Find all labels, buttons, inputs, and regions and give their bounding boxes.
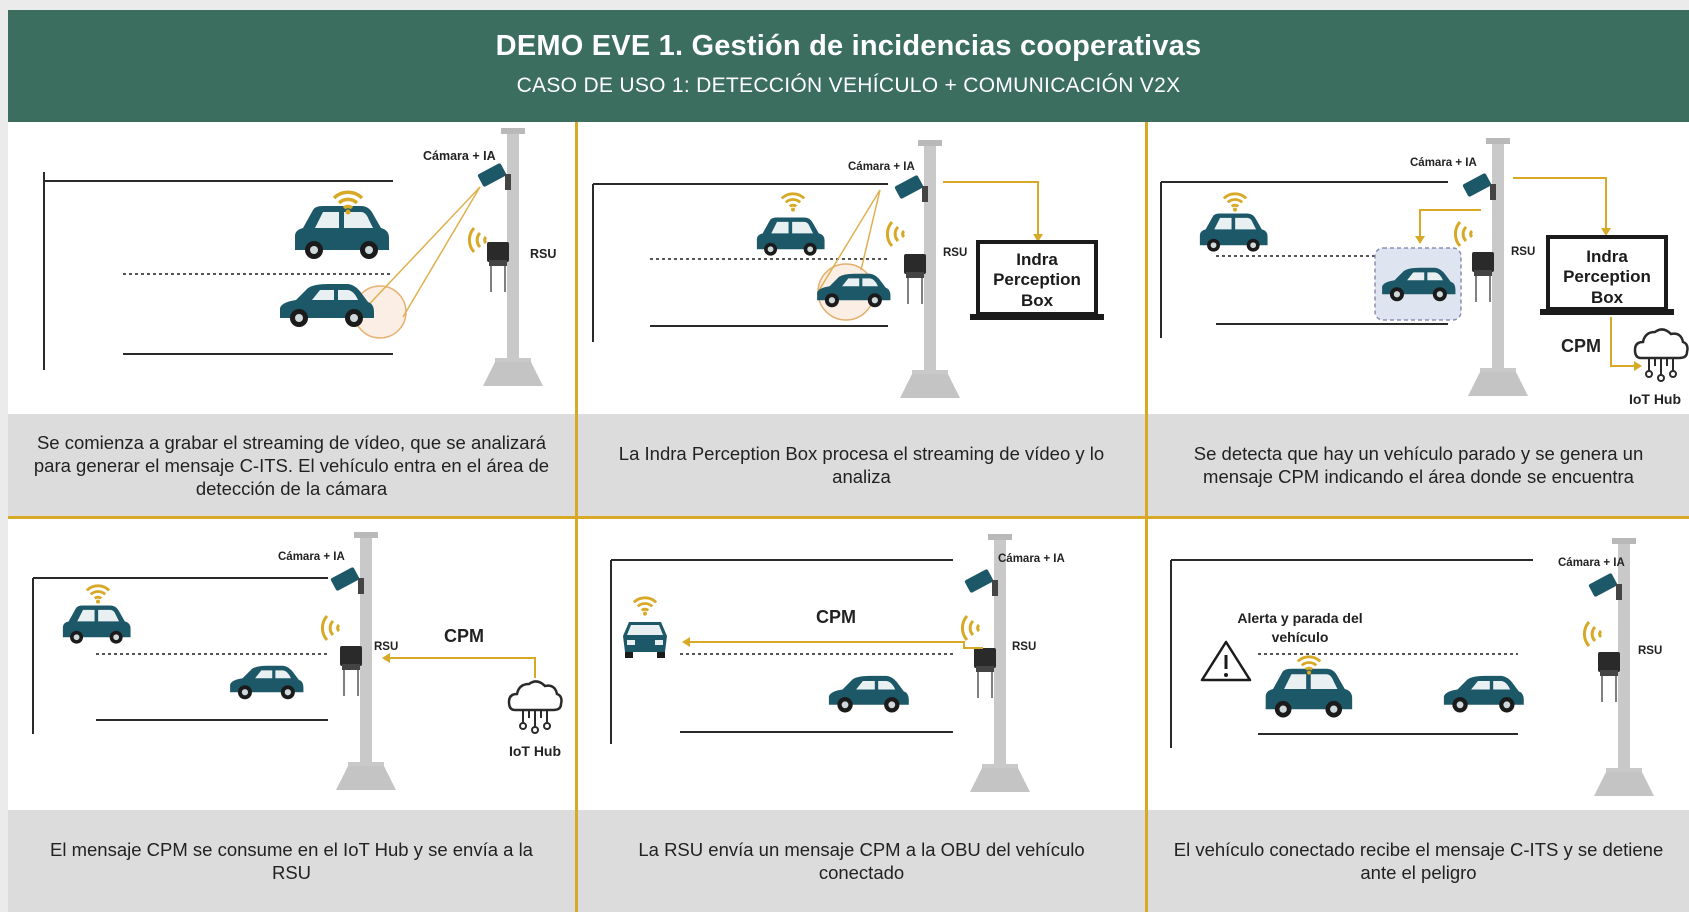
rsu-label: RSU [1638,645,1662,657]
wifi-icon [467,226,488,254]
camera-label: Cámara + IA [998,553,1065,565]
caption-text: El mensaje CPM se consume en el IoT Hub … [50,839,533,883]
scene-5: CPM Cámara + IA RSU [610,533,1065,793]
scene-3: Indra Perception Box CPM IoT Hub Cámara … [1160,137,1689,407]
pole-icon [893,139,961,399]
pole-icon [329,531,397,791]
caption-text: La Indra Perception Box procesa el strea… [618,443,1105,487]
caption-4: El mensaje CPM se consume en el IoT Hub … [8,810,575,912]
divider-horizontal [8,516,1689,519]
rsu-label: RSU [530,247,556,261]
car-icon [62,605,131,644]
camera-label: Cámara + IA [1410,157,1477,169]
scene-6: Alerta y parada del vehículo Cámara + IA… [1170,537,1662,797]
car-icon [280,284,374,327]
wifi-icon [885,220,906,248]
caption-6: El vehículo conectado recibe el mensaje … [1148,810,1689,912]
wifi-icon [85,584,111,605]
rsu-label: RSU [374,641,398,653]
car-icon [295,206,389,259]
box-label-line2: Perception [993,270,1081,289]
caption-5: La RSU envía un mensaje CPM a la OBU del… [578,810,1145,912]
alert-label-line2: vehículo [1272,629,1329,645]
caption-text: Se detecta que hay un vehículo parado y … [1193,443,1644,487]
wifi-icon [1582,620,1603,648]
scene-1: Cámara + IA RSU [43,127,556,387]
car-icon [756,217,825,256]
camera-label: Cámara + IA [848,161,915,173]
wifi-icon [632,596,658,617]
rsu-label: RSU [943,247,967,259]
rsu-label: RSU [1012,641,1036,653]
header: DEMO EVE 1. Gestión de incidencias coope… [8,10,1689,122]
cpm-label: CPM [816,607,856,627]
box-label-line2: Perception [1563,267,1651,286]
scene-4: CPM IoT Hub Cámara + IA RSU [32,531,563,791]
box-label-line3: Box [1591,288,1624,307]
cloud-icon [1633,328,1689,383]
diagram-frame: DEMO EVE 1. Gestión de incidencias coope… [8,10,1689,912]
wifi-icon [1222,192,1248,214]
cpm-label: CPM [1561,336,1601,356]
caption-3: Se detecta que hay un vehículo parado y … [1148,414,1689,516]
pole-icon [963,533,1031,793]
car-icon [828,675,909,713]
wifi-icon [780,192,806,214]
car-icon [230,665,304,700]
wifi-icon [1453,220,1474,248]
cloud-icon [507,680,563,735]
caption-text: La RSU envía un mensaje CPM a la OBU del… [638,839,1085,883]
caption-text: El vehículo conectado recibe el mensaje … [1173,839,1664,883]
iot-hub-label: IoT Hub [1629,391,1681,407]
car-icon [1199,213,1268,252]
panel-4: CPM IoT Hub Cámara + IA RSU El mensaje C… [8,518,575,912]
scene-2: Indra Perception Box Cámara + IA RSU [592,139,1106,399]
panel-5: CPM Cámara + IA RSU La RSU envía un mens… [578,518,1145,912]
car-icon [623,622,667,658]
camera-label: Cámara + IA [278,551,345,563]
page-title: DEMO EVE 1. Gestión de incidencias coope… [495,30,1202,62]
panel-3: Indra Perception Box CPM IoT Hub Cámara … [1148,122,1689,516]
panel-2: Indra Perception Box Cámara + IA RSU La … [578,122,1145,516]
camera-label: Cámara + IA [1558,557,1625,569]
car-icon [1443,675,1524,713]
box-label-line1: Indra [1586,247,1628,266]
pole-icon [1461,137,1529,397]
rsu-label: RSU [1511,246,1535,258]
alert-label-line1: Alerta y parada del [1237,610,1362,626]
box-label-line3: Box [1021,291,1054,310]
panel-6: Alerta y parada del vehículo Cámara + IA… [1148,518,1689,912]
camera-label: Cámara + IA [423,149,496,163]
pole-icon [1587,537,1655,797]
cpm-label: CPM [444,626,484,646]
wifi-icon [960,614,981,642]
caption-text: Se comienza a grabar el streaming de víd… [33,431,550,499]
wifi-icon [320,614,341,642]
car-icon [1265,668,1353,718]
caption-2: La Indra Perception Box procesa el strea… [578,414,1145,516]
iot-hub-label: IoT Hub [509,743,561,759]
box-label-line1: Indra [1016,250,1058,269]
page-subtitle: CASO DE USO 1: DETECCIÓN VEHÍCULO + COMU… [516,74,1181,97]
panel-1: Cámara + IA RSU Se comienza a grabar el … [8,122,575,516]
caption-1: Se comienza a grabar el streaming de víd… [8,414,575,516]
